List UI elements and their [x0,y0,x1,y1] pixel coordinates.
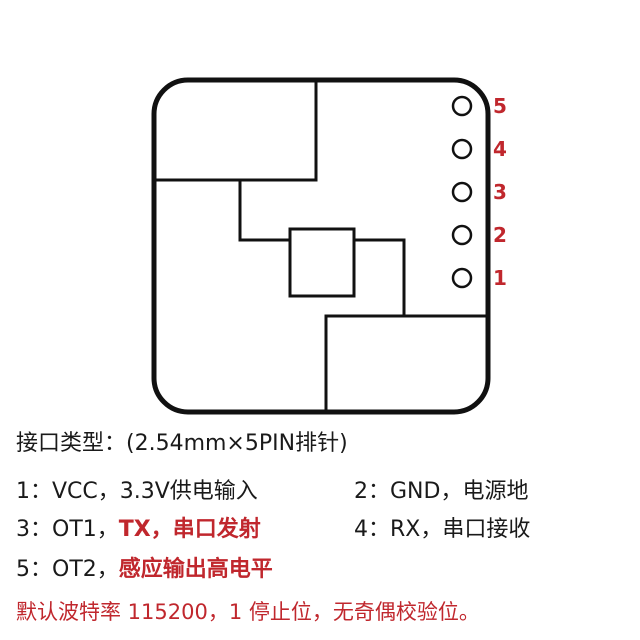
pin3-prefix: OT1， [52,517,119,542]
interface-type-line: 接口类型：(2.54mm×5PIN排针) [16,430,348,458]
pin5-label: 5： [16,557,52,582]
pin3-label: 3： [16,517,52,542]
pin-hole-2 [451,224,473,246]
pin-hole-3 [451,181,473,203]
board-trace-upper [238,180,290,242]
pin-number-2: 2 [493,223,507,247]
pin1-label: 1： [16,479,52,504]
pin-row-1-2: 1：VCC，3.3V供电输入 2：GND，电源地 [16,478,528,506]
board-trace-right [354,238,406,316]
pin2-cell: 2：GND，电源地 [354,478,528,506]
pin-number-3: 3 [493,180,507,204]
baud-rate-text: 默认波特率 115200，1 停止位，无奇偶校验位。 [16,600,480,624]
pin-row-3-4: 3：OT1，TX，串口发射 4：RX，串口接收 [16,516,530,544]
interface-type-text: 接口类型：(2.54mm×5PIN排针) [16,431,348,456]
pin-row-5: 5：OT2，感应输出高电平 [16,556,273,584]
module-diagram: 5 4 3 2 1 [151,77,507,415]
pin-hole-5 [451,95,473,117]
pin5-function: 感应输出高电平 [118,557,273,582]
pin4-cell: 4：RX，串口接收 [354,516,530,544]
pin2-label: 2： [354,479,390,504]
center-chip [288,227,356,298]
pin-hole-4 [451,138,473,160]
pin1-value: VCC，3.3V供电输入 [52,479,258,504]
pin4-value: RX，串口接收 [390,517,531,542]
baud-rate-line: 默认波特率 115200，1 停止位，无奇偶校验位。 [16,598,480,626]
pin4-label: 4： [354,517,390,542]
module-outline [151,77,491,415]
pin2-value: GND，电源地 [390,479,529,504]
pin-number-5: 5 [493,94,507,118]
pin3-function: TX，串口发射 [118,517,261,542]
pin-number-1: 1 [493,266,507,290]
pin-hole-1 [451,267,473,289]
pin5-prefix: OT2， [52,557,119,582]
pin-number-4: 4 [493,137,507,161]
board-top-left-block [154,80,318,182]
board-bottom-right-block [324,314,488,412]
